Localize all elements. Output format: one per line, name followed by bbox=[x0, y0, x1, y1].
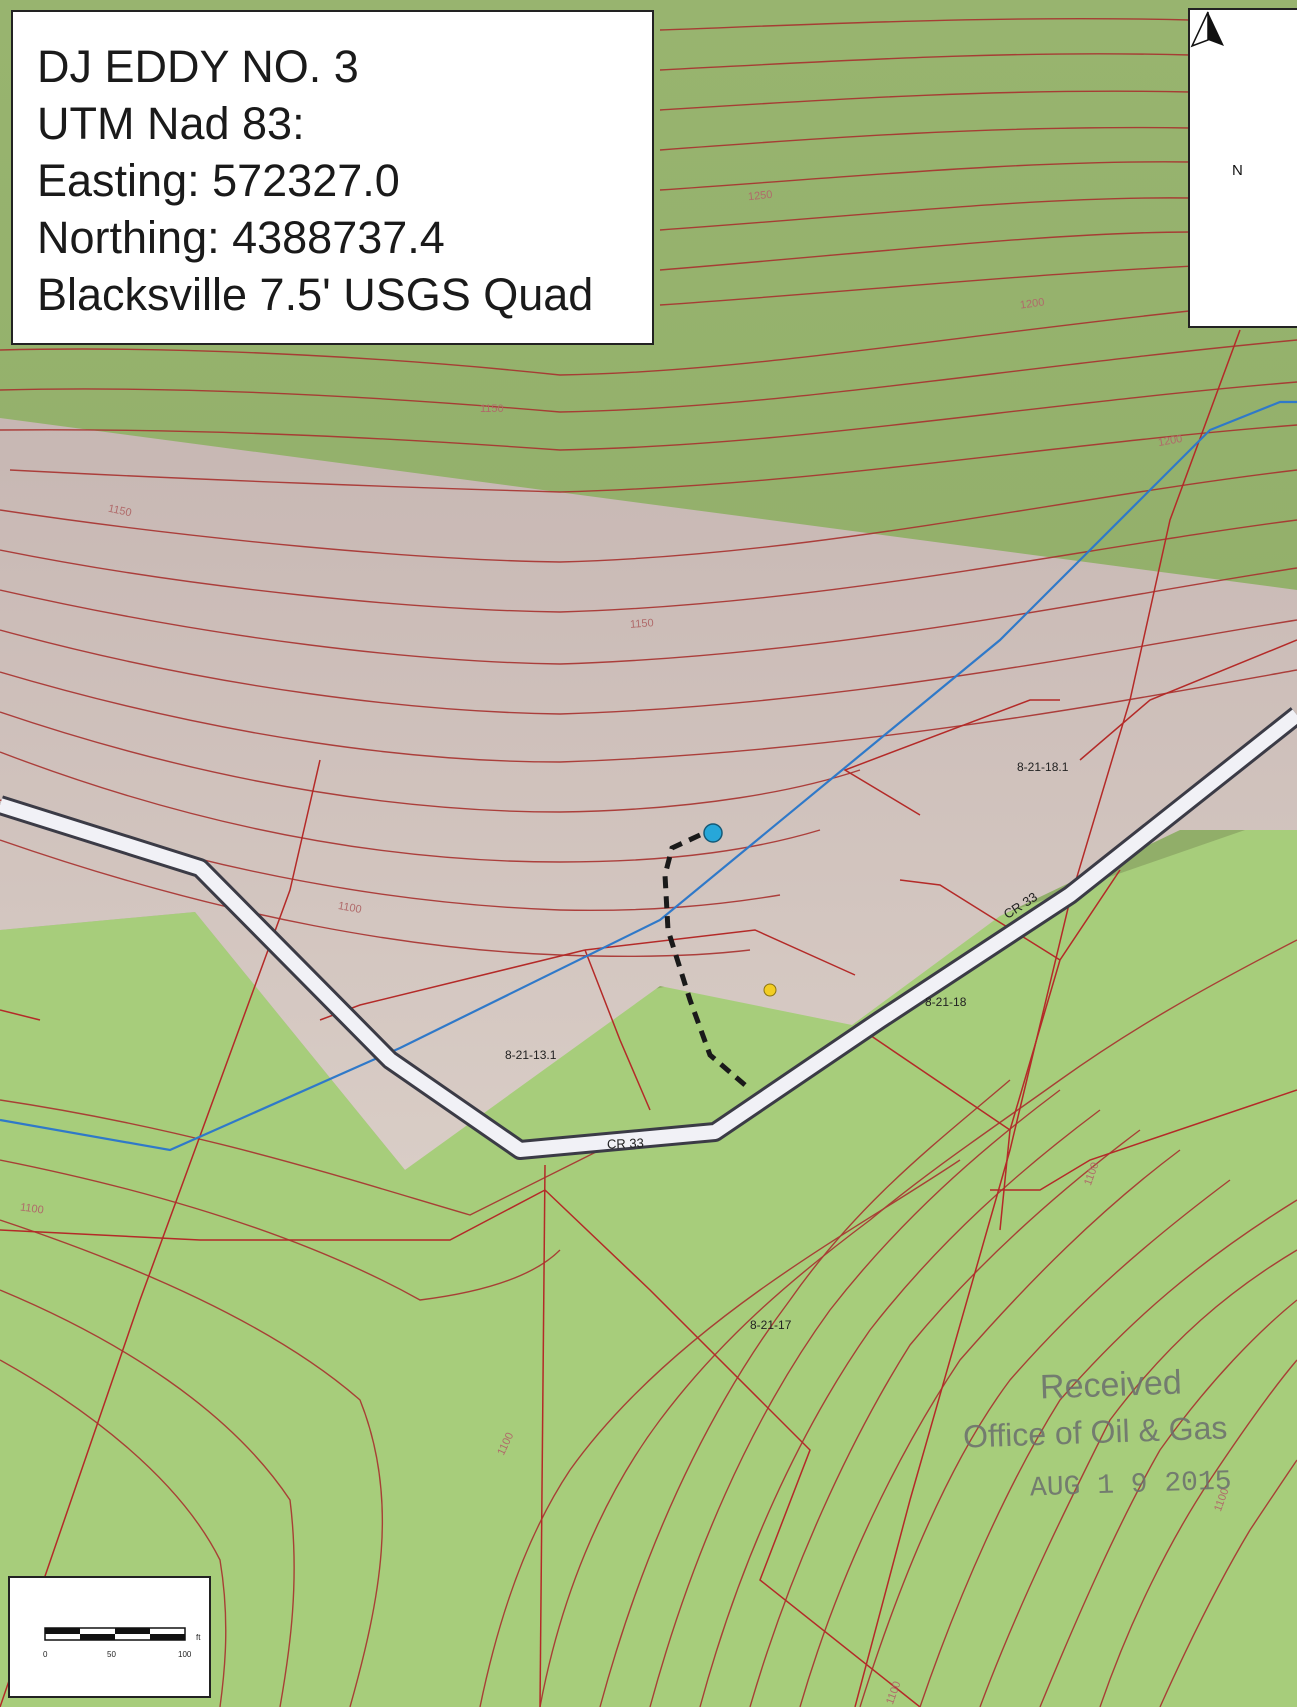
contour-label: 1250 bbox=[747, 188, 774, 204]
well-location-marker bbox=[703, 823, 723, 843]
scale-bar-box: 0 50 100 ft bbox=[8, 1576, 211, 1698]
north-label: N bbox=[1232, 162, 1243, 179]
stream-line bbox=[0, 400, 1297, 1152]
north-arrow-box: N bbox=[1188, 8, 1297, 328]
scale-unit-label: ft bbox=[196, 1633, 201, 1642]
northing-value: Northing: 4388737.4 bbox=[37, 212, 445, 263]
contour-label: 1150 bbox=[480, 403, 504, 415]
scale-tick-label: 50 bbox=[107, 1650, 116, 1659]
datum-label: UTM Nad 83: bbox=[37, 98, 305, 149]
quad-name: Blacksville 7.5' USGS Quad bbox=[37, 269, 594, 320]
well-info-box: DJ EDDY NO. 3 UTM Nad 83: Easting: 57232… bbox=[11, 10, 654, 345]
received-stamp-line1: Received bbox=[1039, 1363, 1183, 1407]
north-arrow-icon bbox=[1190, 11, 1224, 48]
parcel-label: 8-21-17 bbox=[750, 1318, 792, 1332]
easting-value: Easting: 572327.0 bbox=[37, 155, 400, 206]
contour-lines bbox=[0, 17, 1297, 1707]
scale-bar-icon bbox=[44, 1627, 186, 1641]
parcel-label: 8-21-18 bbox=[925, 995, 967, 1009]
road-cr33-fill bbox=[0, 709, 1297, 1157]
contour-label: 1150 bbox=[629, 617, 655, 631]
scale-tick-label: 0 bbox=[43, 1650, 48, 1659]
access-road-dashed bbox=[662, 832, 747, 1087]
existing-well-marker bbox=[763, 983, 777, 997]
road-label: CR 33 bbox=[606, 1135, 645, 1152]
parcel-label: 8-21-18.1 bbox=[1017, 760, 1069, 774]
parcel-label: 8-21-13.1 bbox=[505, 1048, 557, 1062]
well-name: DJ EDDY NO. 3 bbox=[37, 41, 359, 92]
scale-tick-label: 100 bbox=[178, 1650, 192, 1659]
open-land-area bbox=[0, 812, 1297, 1707]
